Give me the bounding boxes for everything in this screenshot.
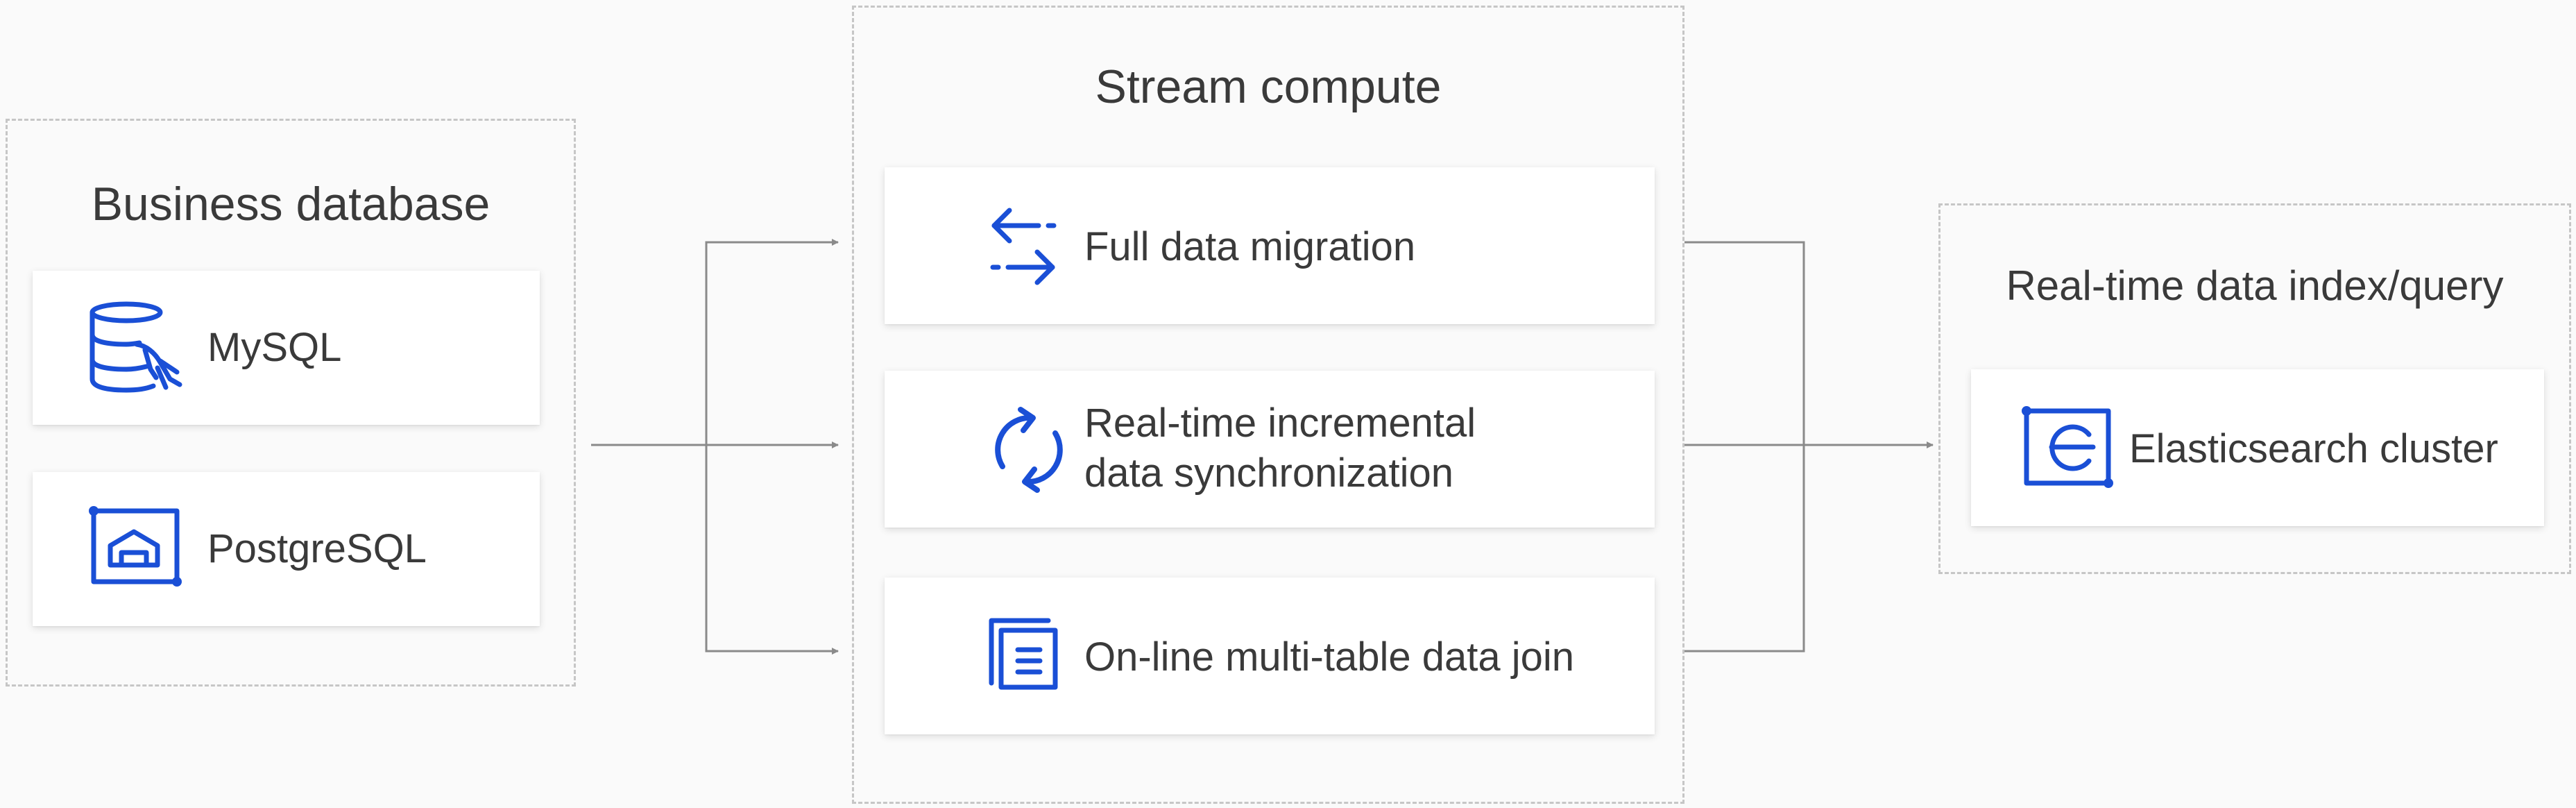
full-data-migration-label: Full data migration [1084,224,1416,269]
realtime-index-title: Real-time data index/query [2006,262,2504,309]
mysql-card[interactable]: MySQL [33,271,540,425]
incremental-sync-label-line-2: data synchronization [1084,451,1453,496]
bidirectional-arrows-icon [990,208,1057,285]
connector-merge-top [1684,241,1805,445]
postgresql-label: PostgreSQL [207,526,427,571]
realtime-index-group: Real-time data index/query Elasticsearch… [1938,203,2571,574]
full-data-migration-card[interactable]: Full data migration [885,167,1655,324]
connector-branch-bottom [705,445,839,655]
incremental-sync-label-line-1: Real-time incremental [1084,401,1476,446]
stacked-documents-icon [989,618,1058,690]
incremental-sync-card[interactable]: Real-time incremental data synchronizati… [885,371,1655,528]
business-database-title: Business database [91,178,491,230]
postgresql-card[interactable]: PostgreSQL [33,472,540,626]
multi-table-join-card[interactable]: On-line multi-table data join [885,578,1655,734]
elasticsearch-card[interactable]: Elasticsearch cluster [1971,369,2544,526]
connector-branch-top [705,239,839,445]
sync-cycle-icon [995,407,1063,493]
stream-compute-title: Stream compute [1095,60,1442,113]
multi-table-join-label: On-line multi-table data join [1084,634,1575,680]
connector-merge-bottom [1684,445,1805,653]
postgresql-icon [89,506,182,587]
mysql-label: MySQL [207,325,342,370]
elasticsearch-label: Elasticsearch cluster [2129,426,2498,471]
stream-compute-group: Stream compute Full data migration [852,6,1684,804]
incremental-sync-label: Real-time incremental data synchronizati… [1084,398,1476,498]
business-database-group: Business database MySQL [6,119,576,687]
elasticsearch-icon [2022,406,2113,488]
mysql-database-icon [89,301,182,393]
